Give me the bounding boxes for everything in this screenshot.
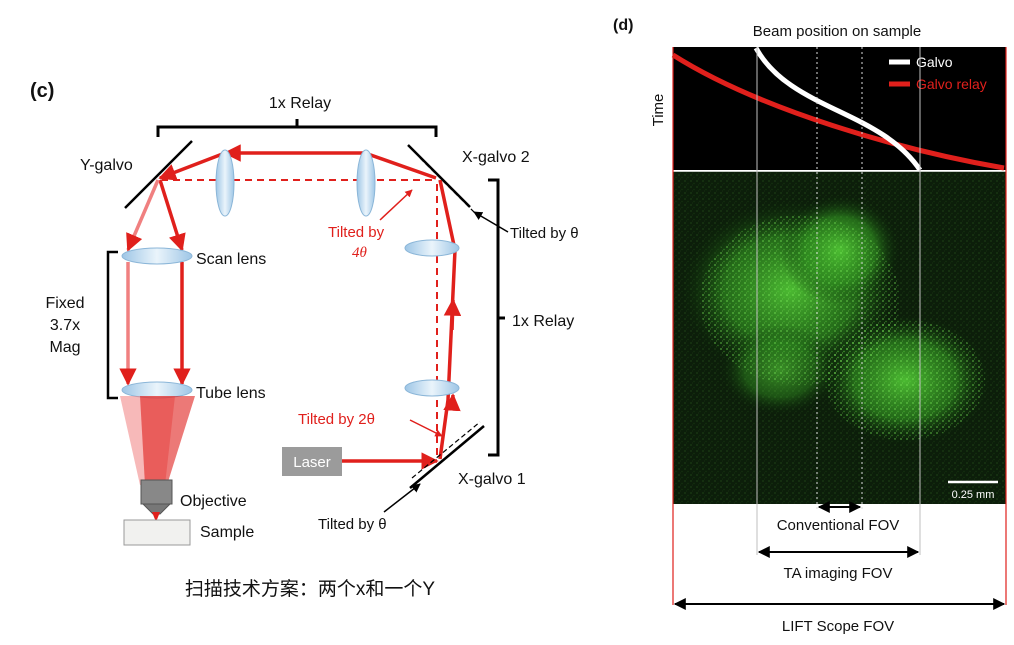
fixed-line1: Fixed — [45, 295, 84, 312]
tilted-theta-bottom-arrow — [383, 483, 421, 513]
objective-body — [140, 479, 173, 505]
beam-pink-1 — [126, 179, 160, 252]
relay-lens-top-left — [215, 149, 235, 217]
relay-lens-top-right — [356, 149, 376, 217]
tilted-4theta-label: Tilted by — [328, 224, 385, 241]
legend-galvo-relay-label: Galvo relay — [916, 76, 987, 92]
fixed-mag-bracket — [106, 250, 118, 400]
panel-c-label: (c) — [30, 80, 54, 102]
panel-c: (c) 1x Relay 1x Relay Fixed 3.7x Mag — [30, 80, 579, 600]
galvo-relay-curve — [671, 52, 1005, 171]
conventional-fov-label: Conventional FOV — [777, 517, 900, 534]
caption: 扫描技术方案：两个x和一个Y — [185, 578, 436, 600]
panel-d-label: (d) — [613, 17, 633, 34]
scan-lens-label: Scan lens — [196, 251, 266, 268]
time-plot — [673, 47, 1006, 170]
fluorescence-texture — [673, 171, 1006, 504]
relay-right-label: 1x Relay — [512, 313, 574, 330]
legend-galvo-label: Galvo — [916, 54, 953, 70]
objective-tip — [141, 503, 172, 515]
relay-top-bracket — [156, 119, 438, 137]
tilted-theta-right-label: Tilted by θ — [510, 225, 579, 242]
focus-spot — [152, 512, 160, 522]
time-axis-label: Time — [650, 94, 667, 127]
fixed-line3: Mag — [49, 339, 80, 356]
panel-d-title: Beam position on sample — [753, 23, 921, 40]
y-galvo-mirror — [124, 140, 193, 209]
tube-lens-label: Tube lens — [196, 385, 266, 402]
scale-bar-label: 0.25 mm — [952, 489, 995, 501]
tilted-theta-right-arrow — [473, 211, 509, 233]
x-galvo-2-mirror — [407, 144, 471, 208]
sample-block — [123, 519, 191, 546]
tilted-4theta-arrow — [379, 189, 413, 221]
x-galvo-1-mirror — [409, 425, 485, 489]
tilted-4theta-value: 4θ — [352, 245, 368, 261]
relay-top-label: 1x Relay — [269, 95, 331, 112]
relay-lens-right-bottom — [404, 379, 460, 397]
scan-lens — [121, 247, 193, 265]
x-galvo-2-label: X-galvo 2 — [462, 149, 530, 166]
relay-right-bracket — [488, 178, 505, 457]
ta-fov-label: TA imaging FOV — [784, 565, 893, 582]
laser-label: Laser — [293, 454, 331, 471]
sample-label: Sample — [200, 524, 254, 541]
objective-label: Objective — [180, 493, 247, 510]
tilted-theta-bottom-label: Tilted by θ — [318, 516, 387, 533]
laser-box — [282, 447, 342, 476]
lift-fov-label: LIFT Scope FOV — [782, 618, 894, 635]
relay-lens-right-top — [404, 239, 460, 257]
fixed-line2: 3.7x — [50, 317, 80, 334]
galvo-curve — [753, 46, 923, 172]
y-galvo-label: Y-galvo — [80, 157, 133, 174]
panel-d: (d) Beam position on sample Time Galvo G… — [613, 17, 1007, 635]
beam-cone-red — [140, 396, 195, 485]
x-galvo-1-label: X-galvo 1 — [458, 471, 526, 488]
tilted-2theta-arrow — [409, 419, 443, 437]
tilted-2theta-label: Tilted by 2θ — [298, 411, 375, 428]
beam-paths — [119, 144, 462, 470]
tube-lens — [121, 381, 193, 399]
